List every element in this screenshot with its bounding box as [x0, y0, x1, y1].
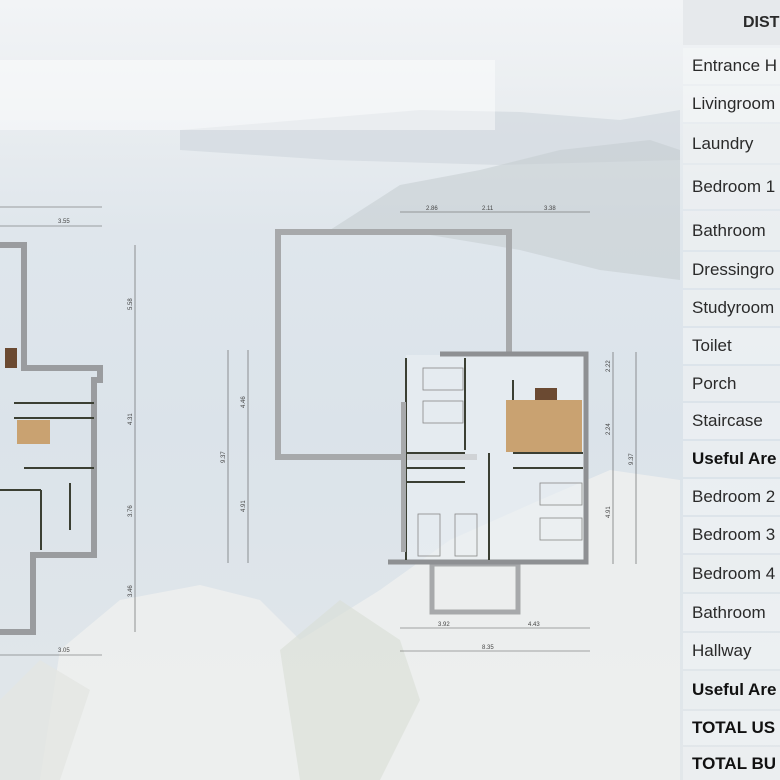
- ground-floor-plan: 3.55 3.05 5.58 4.31 3.76 3.46 9.37 4.46 …: [0, 206, 249, 656]
- table-row: Useful Are: [683, 671, 780, 709]
- table-row: TOTAL BU: [683, 747, 780, 780]
- dim-bottom: 3.05: [58, 648, 70, 654]
- dim-right-4: 3.46: [128, 585, 134, 597]
- dim-right-3: 3.76: [128, 505, 134, 517]
- table-row: Laundry: [683, 124, 780, 163]
- table-header: DIST: [683, 0, 780, 45]
- table-row: Toilet: [683, 328, 780, 364]
- dim-right-2: 4.31: [128, 413, 134, 425]
- dim-side-total: 9.37: [221, 451, 227, 463]
- staircase: [506, 400, 582, 452]
- table-row: Bedroom 4: [683, 555, 780, 592]
- dim-bottom-2: 4.43: [528, 622, 540, 628]
- table-row: Studyroom: [683, 290, 780, 326]
- table-row: TOTAL US: [683, 711, 780, 745]
- dim-side-1: 4.46: [241, 396, 247, 408]
- dim-top-2: 2.11: [482, 206, 494, 212]
- table-row: Livingroom: [683, 86, 780, 122]
- table-row: Bedroom 1: [683, 165, 780, 209]
- table-row: Hallway: [683, 633, 780, 669]
- table-row: Bathroom: [683, 211, 780, 250]
- table-row: Dressingro: [683, 252, 780, 288]
- table-row: Useful Are: [683, 441, 780, 477]
- table-row: Porch: [683, 366, 780, 401]
- dim-right-total: 9.37: [629, 453, 635, 465]
- dim-right-3: 4.91: [606, 506, 612, 518]
- dim-bottom-total: 8.35: [482, 645, 494, 651]
- header-banner: [0, 60, 495, 130]
- table-row: Staircase: [683, 403, 780, 439]
- table-row: Entrance H: [683, 48, 780, 84]
- dim-bottom-1: 3.92: [438, 622, 450, 628]
- dim-right-1: 5.58: [128, 298, 134, 310]
- dim-top-1: 2.86: [426, 206, 438, 212]
- area-distribution-table: DIST Entrance H Livingroom Laundry Bedro…: [683, 0, 780, 780]
- dim-top-3: 3.38: [544, 206, 556, 212]
- table-row: Bedroom 2: [683, 479, 780, 515]
- dim-right-1: 2.22: [606, 360, 612, 372]
- first-floor-plan: 2.86 2.11 3.38 2.22 2.24 4.91 9.37 3.92 …: [275, 206, 637, 652]
- table-row: Bedroom 3: [683, 517, 780, 553]
- dim-right-2: 2.24: [606, 423, 612, 435]
- dim-side-2: 4.91: [241, 500, 247, 512]
- staircase: [17, 420, 50, 444]
- dim-top: 3.55: [58, 219, 70, 225]
- table-row: Bathroom: [683, 594, 780, 631]
